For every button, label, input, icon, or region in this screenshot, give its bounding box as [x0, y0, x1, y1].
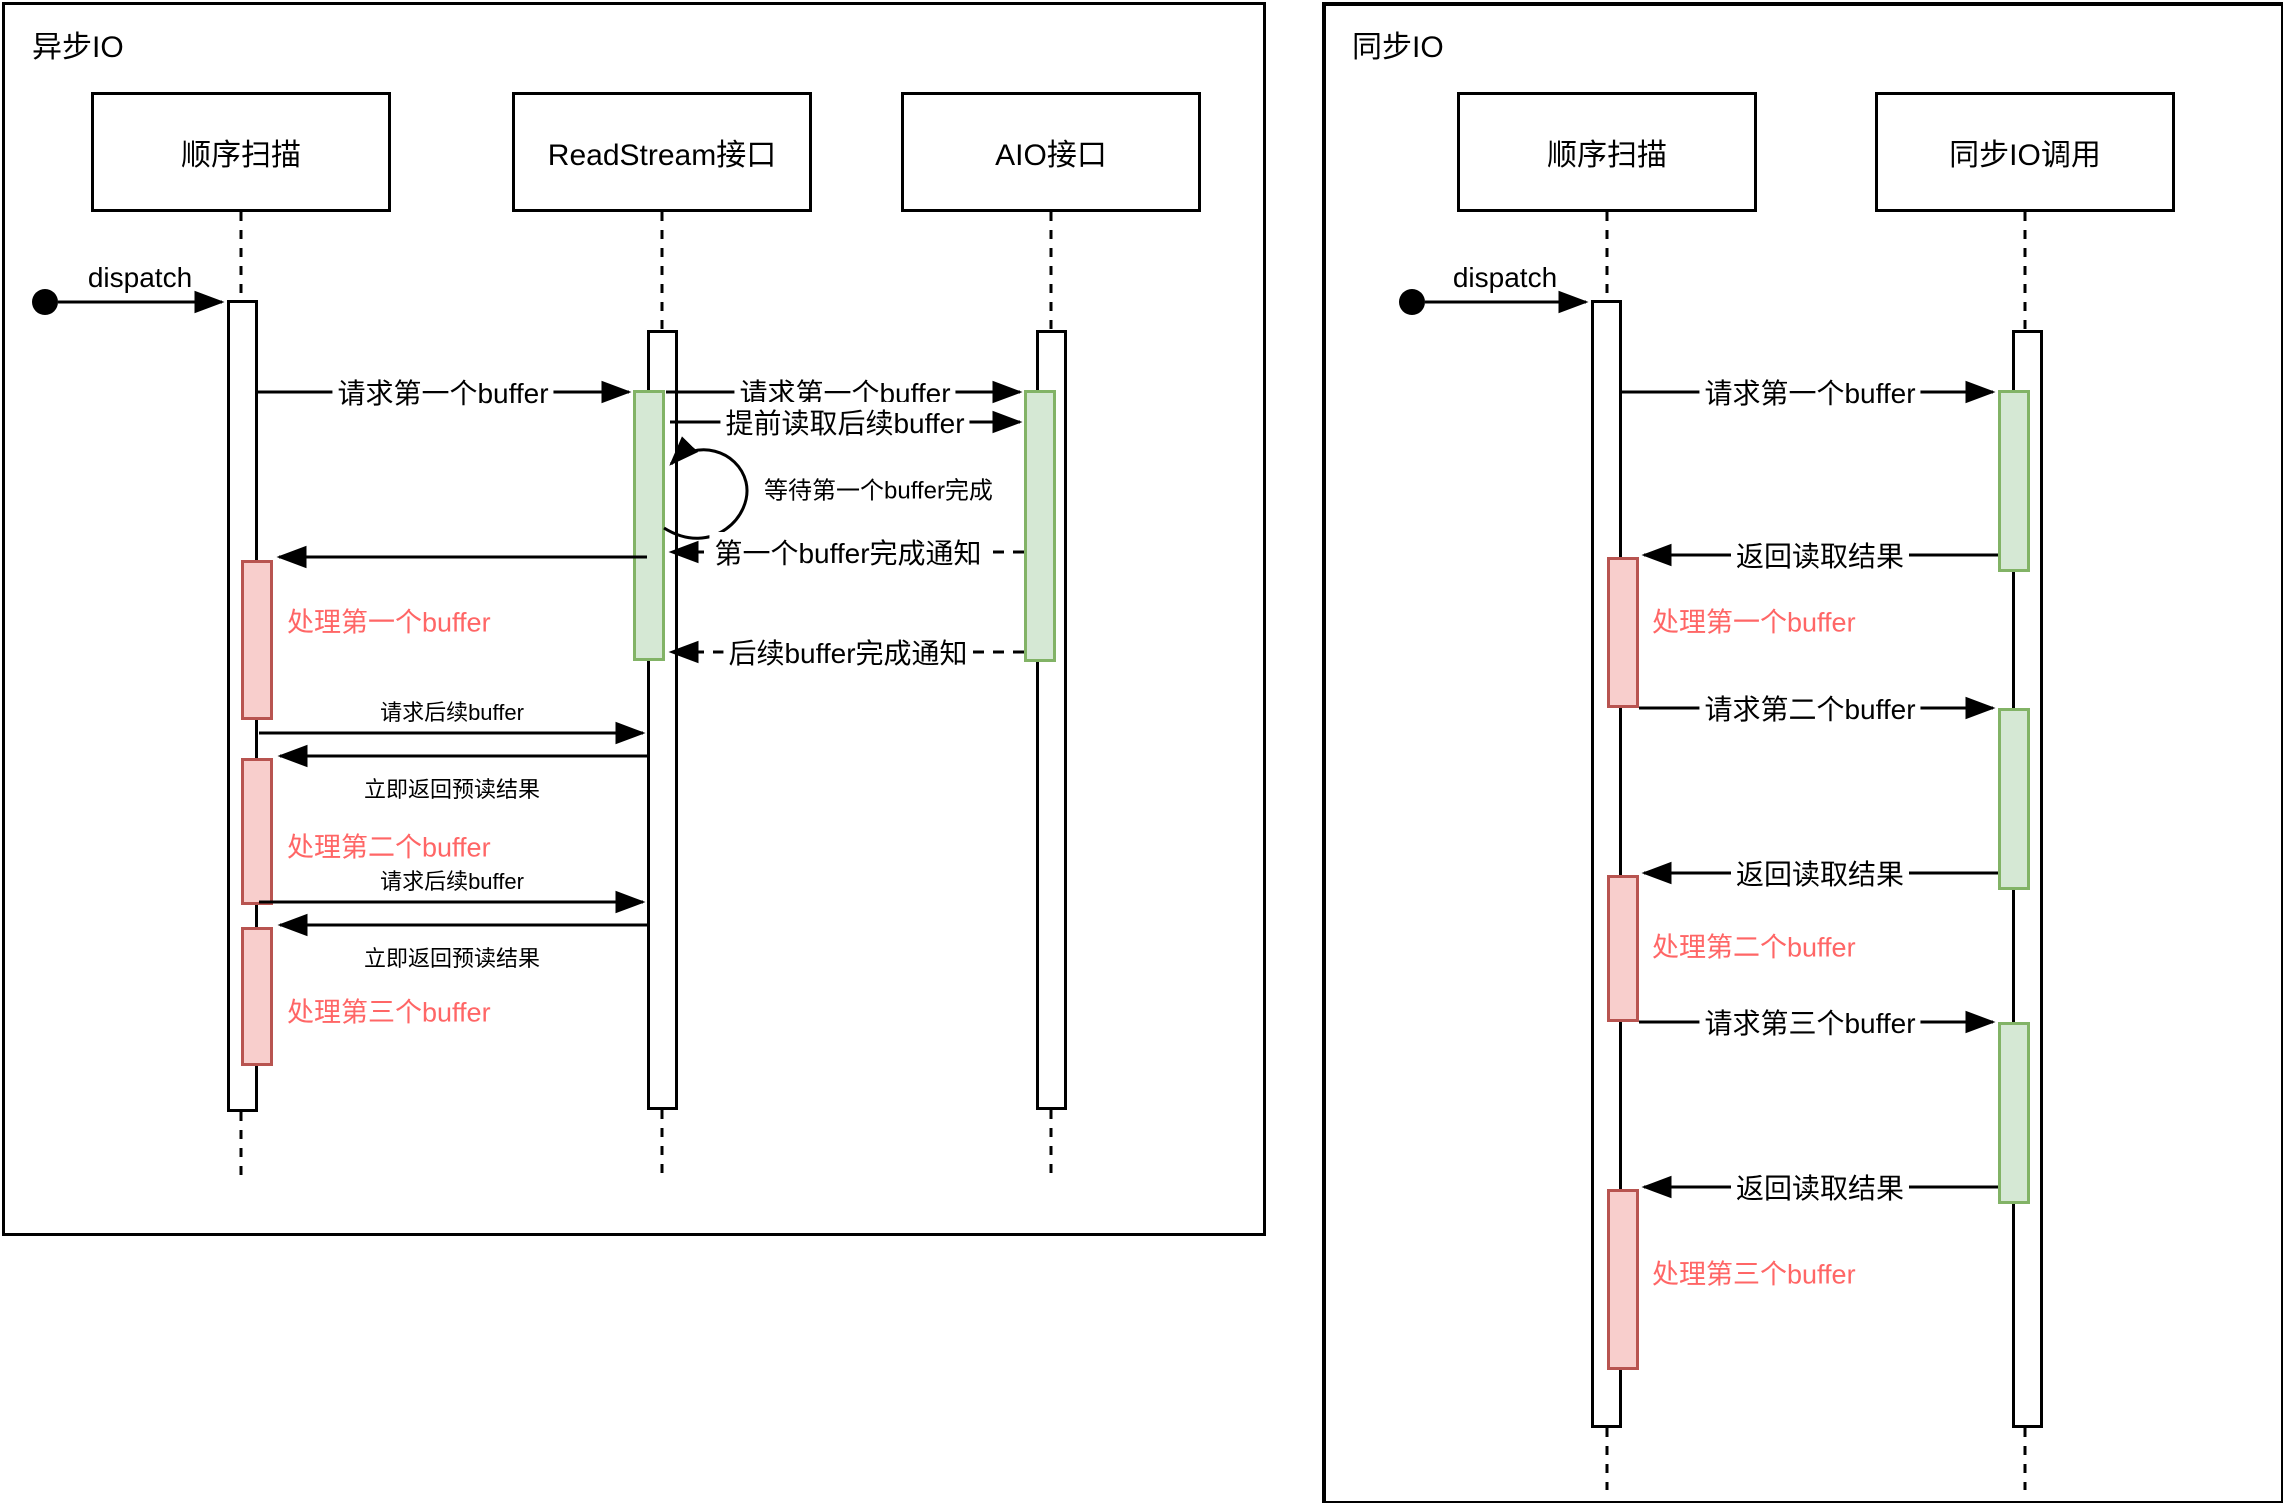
- message-label-sync-ret1: 返回读取结果: [1730, 535, 1910, 575]
- sync-panel-title: 同步IO: [1352, 31, 1444, 64]
- process-bar-buffer2: [241, 758, 273, 905]
- process-label-sync-buffer2: 处理第二个buffer: [1652, 932, 1856, 963]
- message-label-first-buffer-done: 第一个buffer完成通知: [709, 532, 987, 572]
- participant-label: 同步IO调用: [1949, 139, 2101, 172]
- process-label-sync-buffer3: 处理第三个buffer: [1652, 1259, 1856, 1290]
- message-label-sync-req3: 请求第三个buffer: [1699, 1002, 1921, 1042]
- process-label-buffer1: 处理第一个buffer: [287, 607, 491, 638]
- lifelines: [239, 212, 2027, 1490]
- io-activity-bar-sync2: [1998, 708, 2030, 890]
- io-activity-bar-readstream: [633, 390, 665, 661]
- process-label-buffer3: 处理第三个buffer: [287, 997, 491, 1028]
- io-activity-bar-aio: [1024, 390, 1056, 662]
- sync-io-panel: [1322, 2, 2283, 1503]
- message-label-request-next-buffer-1: 请求后续buffer: [380, 700, 524, 725]
- message-label-prefetch-next-buffer: 提前读取后续buffer: [720, 402, 970, 442]
- dispatch-label: dispatch: [87, 262, 193, 293]
- message-label-sync-ret3: 返回读取结果: [1730, 1167, 1910, 1207]
- dispatch-arrow-async: [32, 289, 225, 315]
- process-bar-buffer1: [241, 560, 273, 720]
- process-bar-sync-buffer2: [1607, 875, 1639, 1022]
- io-activity-bar-sync3: [1998, 1022, 2030, 1204]
- async-panel-title: 异步IO: [32, 31, 124, 64]
- participant-box-sequential-scan-sync: 顺序扫描: [1457, 92, 1757, 212]
- dispatch-label-sync: dispatch: [1452, 262, 1558, 293]
- participant-label: ReadStream接口: [547, 139, 777, 172]
- process-bar-sync-buffer1: [1607, 557, 1639, 708]
- message-label-next-buffer-done: 后续buffer完成通知: [723, 632, 973, 672]
- dispatch-arrow-sync: [1399, 289, 1589, 315]
- participant-label: 顺序扫描: [1547, 139, 1667, 172]
- participant-box-sequential-scan: 顺序扫描: [91, 92, 391, 212]
- wait-self-loop-arrow: [663, 436, 749, 540]
- process-label-sync-buffer1: 处理第一个buffer: [1652, 607, 1856, 638]
- participant-box-readstream: ReadStream接口: [512, 92, 812, 212]
- message-label-sync-req2: 请求第二个buffer: [1699, 688, 1921, 728]
- message-label-request-next-buffer-2: 请求后续buffer: [380, 869, 524, 894]
- message-label-sync-req1: 请求第一个buffer: [1699, 372, 1921, 412]
- message-label-wait-first-buffer: 等待第一个buffer完成: [764, 477, 993, 505]
- participant-label: 顺序扫描: [181, 139, 301, 172]
- io-activity-bar-sync1: [1998, 390, 2030, 572]
- message-label-sync-ret2: 返回读取结果: [1730, 853, 1910, 893]
- message-label-return-preread-1: 立即返回预读结果: [363, 777, 541, 802]
- participant-label: AIO接口: [995, 139, 1107, 172]
- process-bar-sync-buffer3: [1607, 1189, 1639, 1370]
- message-label-return-preread-2: 立即返回预读结果: [363, 946, 541, 971]
- message-label-request-first-buffer: 请求第一个buffer: [332, 372, 554, 412]
- process-label-buffer2: 处理第二个buffer: [287, 832, 491, 863]
- process-bar-buffer3: [241, 927, 273, 1066]
- participant-box-aio: AIO接口: [901, 92, 1201, 212]
- participant-box-sync-io-call: 同步IO调用: [1875, 92, 2175, 212]
